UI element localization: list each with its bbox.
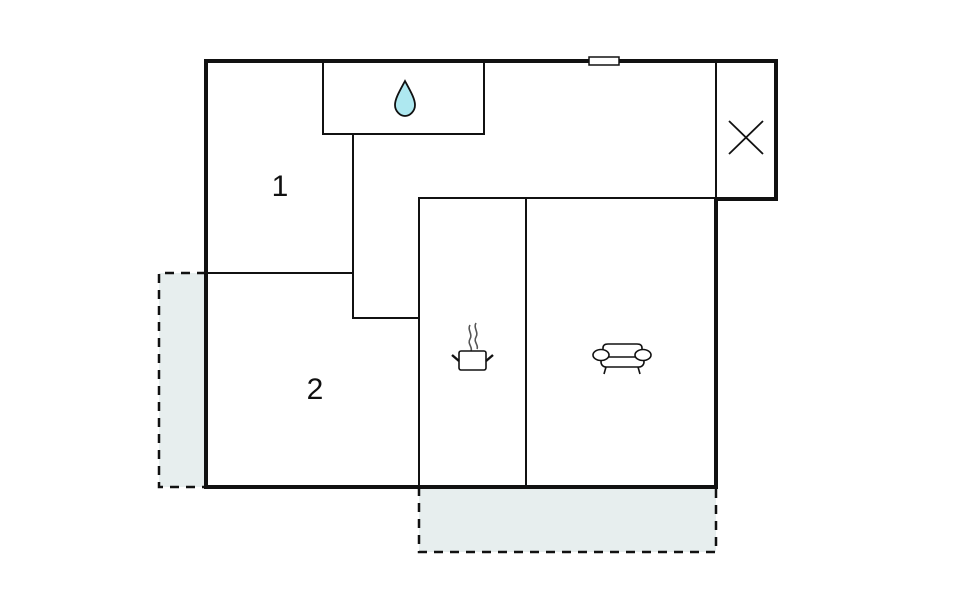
armchair-icon — [592, 343, 652, 375]
terrace-south — [417, 487, 718, 554]
window-north — [588, 56, 620, 66]
interior-walls — [206, 61, 717, 487]
cooking-pot-icon — [451, 322, 494, 371]
room-label-2: 2 — [307, 373, 324, 406]
cross-icon — [728, 120, 764, 155]
water-drop-icon — [394, 79, 416, 117]
terrace-west — [157, 271, 206, 489]
room-label-1: 1 — [272, 170, 289, 203]
